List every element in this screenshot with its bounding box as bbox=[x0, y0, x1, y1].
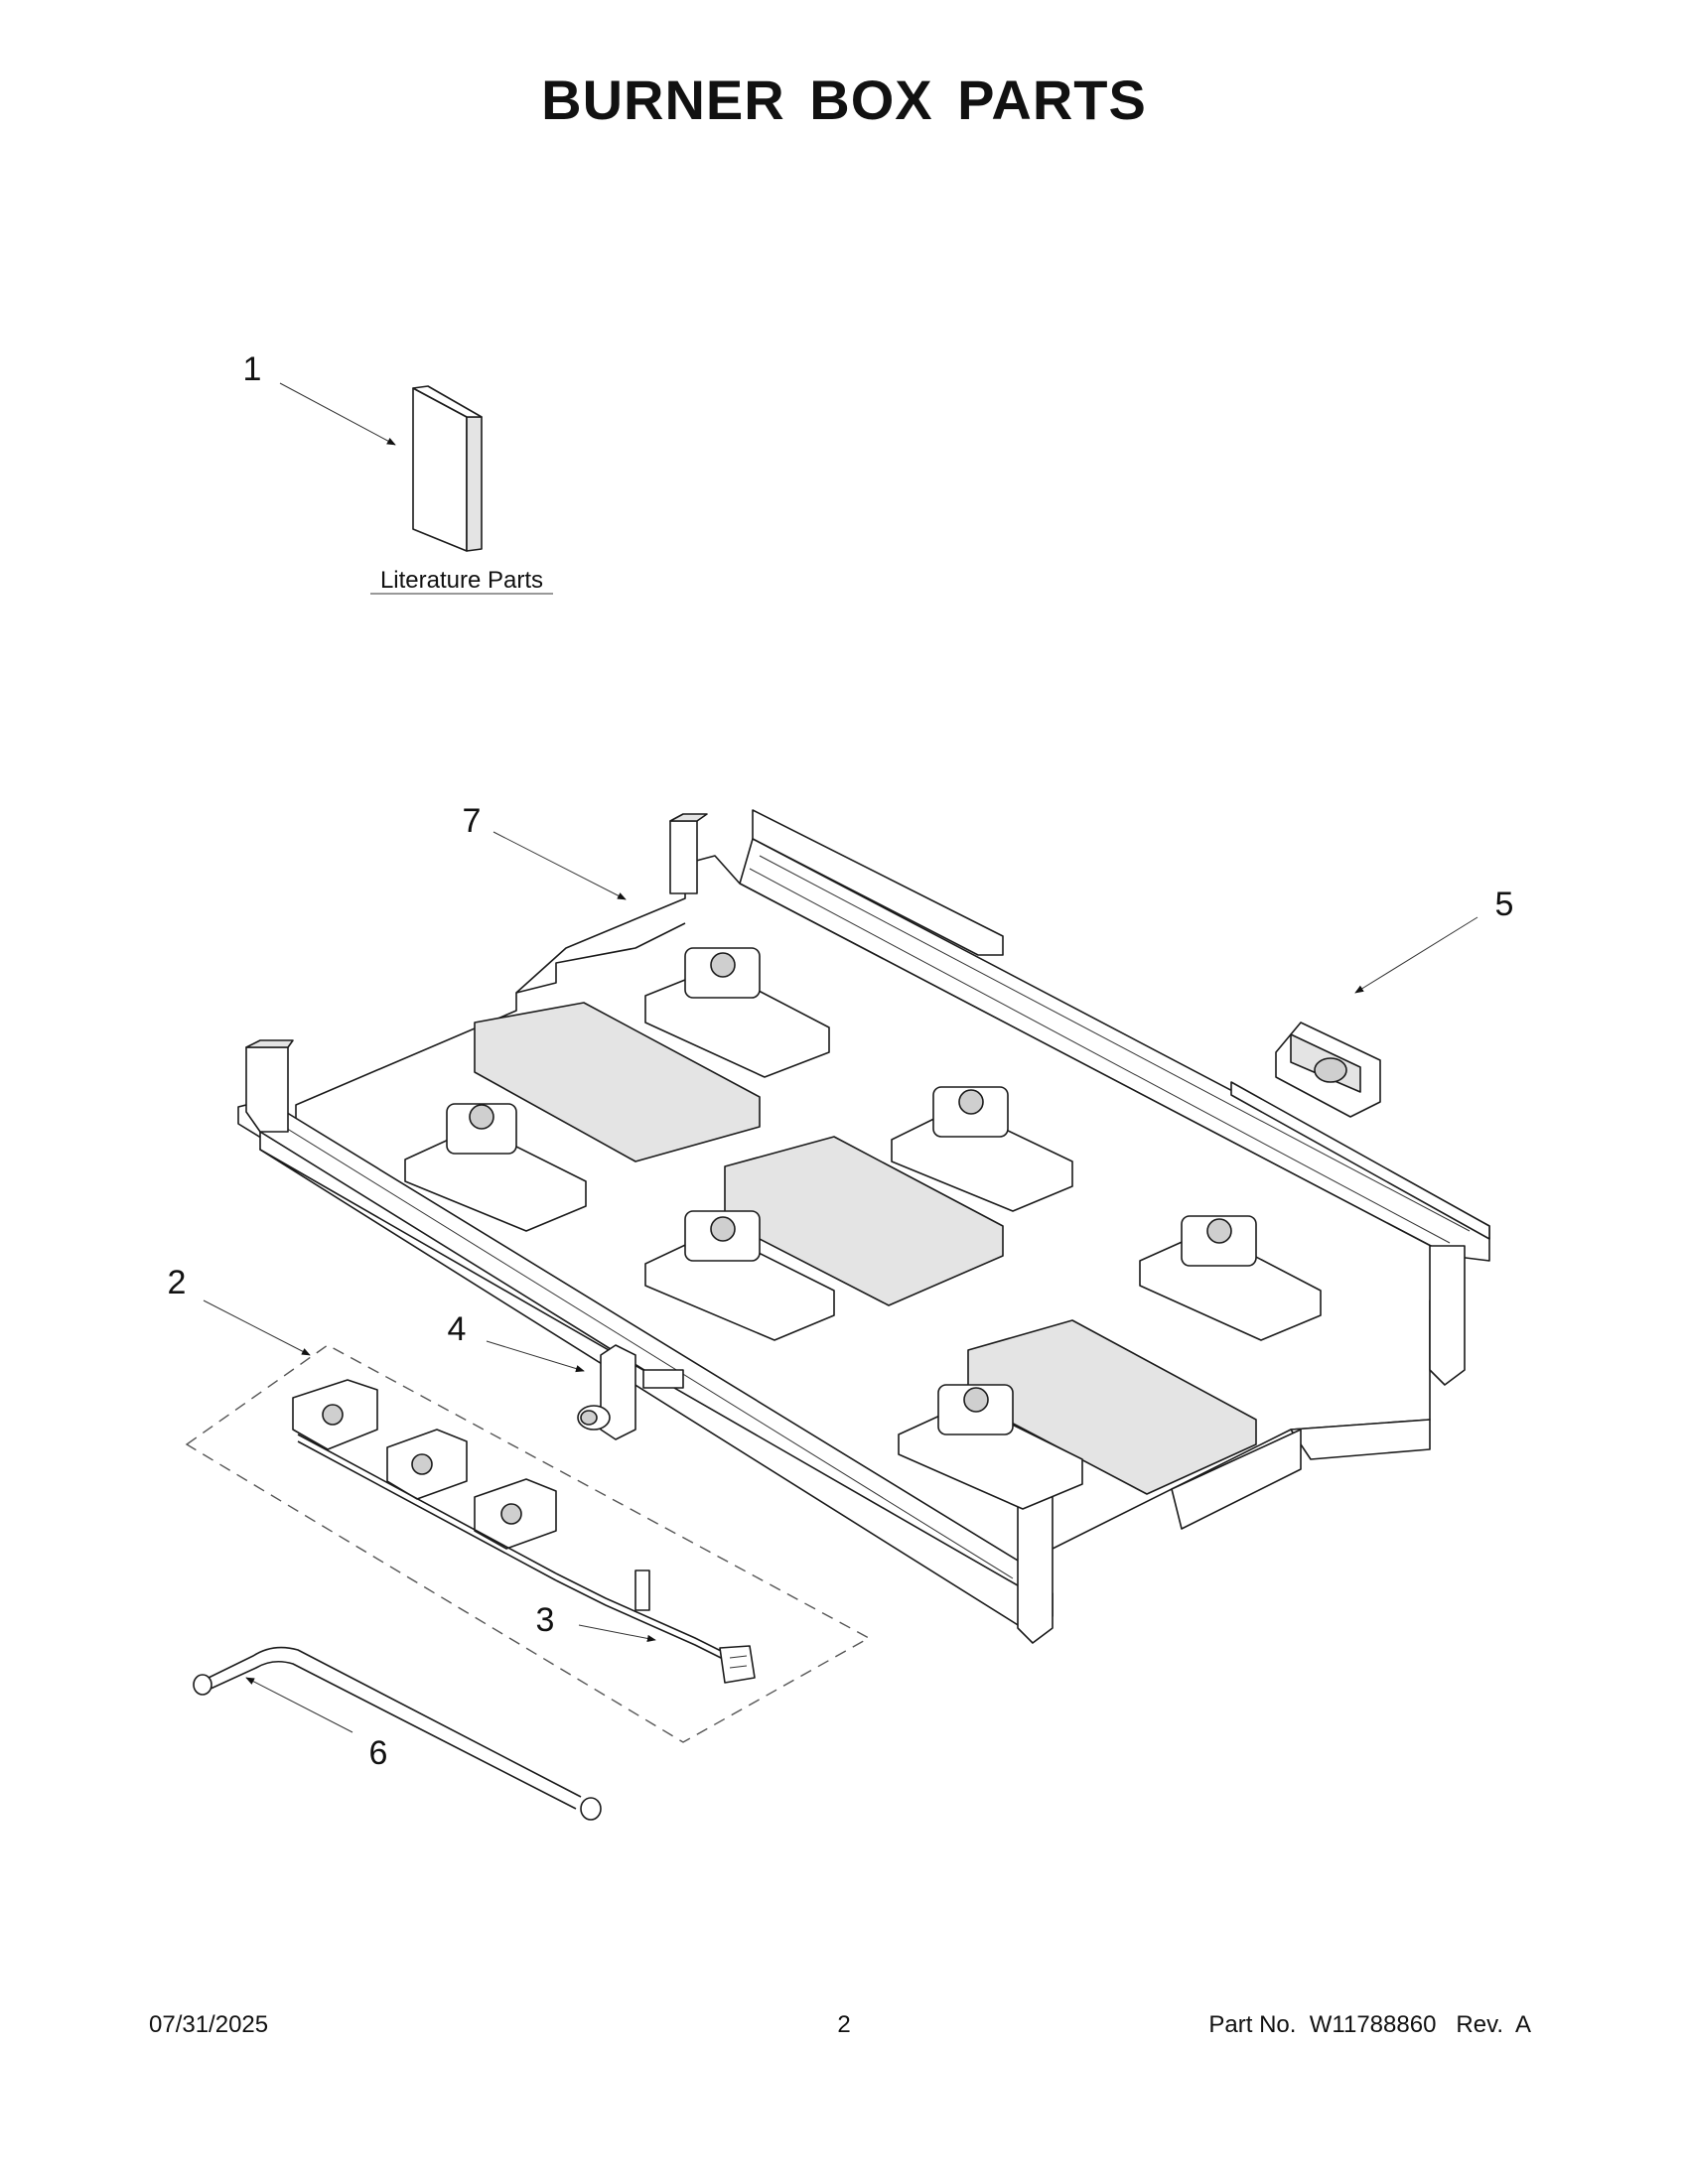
callout-3: 3 bbox=[536, 1601, 555, 1639]
callout-3-arrow bbox=[578, 1624, 656, 1642]
valve-assembly-boundary bbox=[185, 1344, 871, 1743]
gas-valve-manifold-part bbox=[292, 1379, 557, 1581]
footer-page-number: 2 bbox=[837, 2011, 851, 2038]
callout-1: 1 bbox=[243, 350, 262, 388]
burner-mount-pad-mid-right bbox=[891, 1086, 1073, 1212]
callout-6: 6 bbox=[369, 1734, 388, 1772]
callout-2-arrow bbox=[203, 1299, 311, 1356]
footer-part-number: Part No. W11788860 Rev. A bbox=[1208, 2011, 1531, 2038]
callout-4: 4 bbox=[448, 1310, 467, 1348]
burner-mount-pad-rear-left bbox=[404, 1103, 587, 1232]
callout-1-arrow bbox=[279, 382, 396, 446]
literature-parts-label: Literature Parts bbox=[380, 567, 543, 594]
igniter-switch-part bbox=[577, 1344, 684, 1440]
callout-6-arrow bbox=[245, 1677, 353, 1733]
callout-7: 7 bbox=[463, 802, 482, 840]
callout-2: 2 bbox=[168, 1264, 187, 1301]
callout-4-arrow bbox=[486, 1340, 585, 1373]
footer-date: 07/31/2025 bbox=[149, 2011, 269, 2038]
callout-7-arrow bbox=[492, 831, 627, 900]
spark-module-part bbox=[1275, 1022, 1381, 1118]
page-title: BURNER BOX PARTS bbox=[541, 68, 1147, 131]
callout-5-arrow bbox=[1354, 916, 1478, 994]
burner-mount-pad-right bbox=[1139, 1215, 1322, 1341]
burner-mount-pad-center bbox=[644, 1210, 835, 1341]
valve-wire-harness-part bbox=[555, 1570, 756, 1684]
burner-box-tray bbox=[237, 809, 1490, 1644]
burner-mount-pad-front-center bbox=[898, 1384, 1083, 1510]
burner-mount-pad-rear-center bbox=[644, 947, 830, 1078]
literature-parts-booklet bbox=[412, 385, 483, 552]
gas-manifold-tube-part bbox=[193, 1646, 602, 1821]
callout-5: 5 bbox=[1495, 886, 1514, 923]
